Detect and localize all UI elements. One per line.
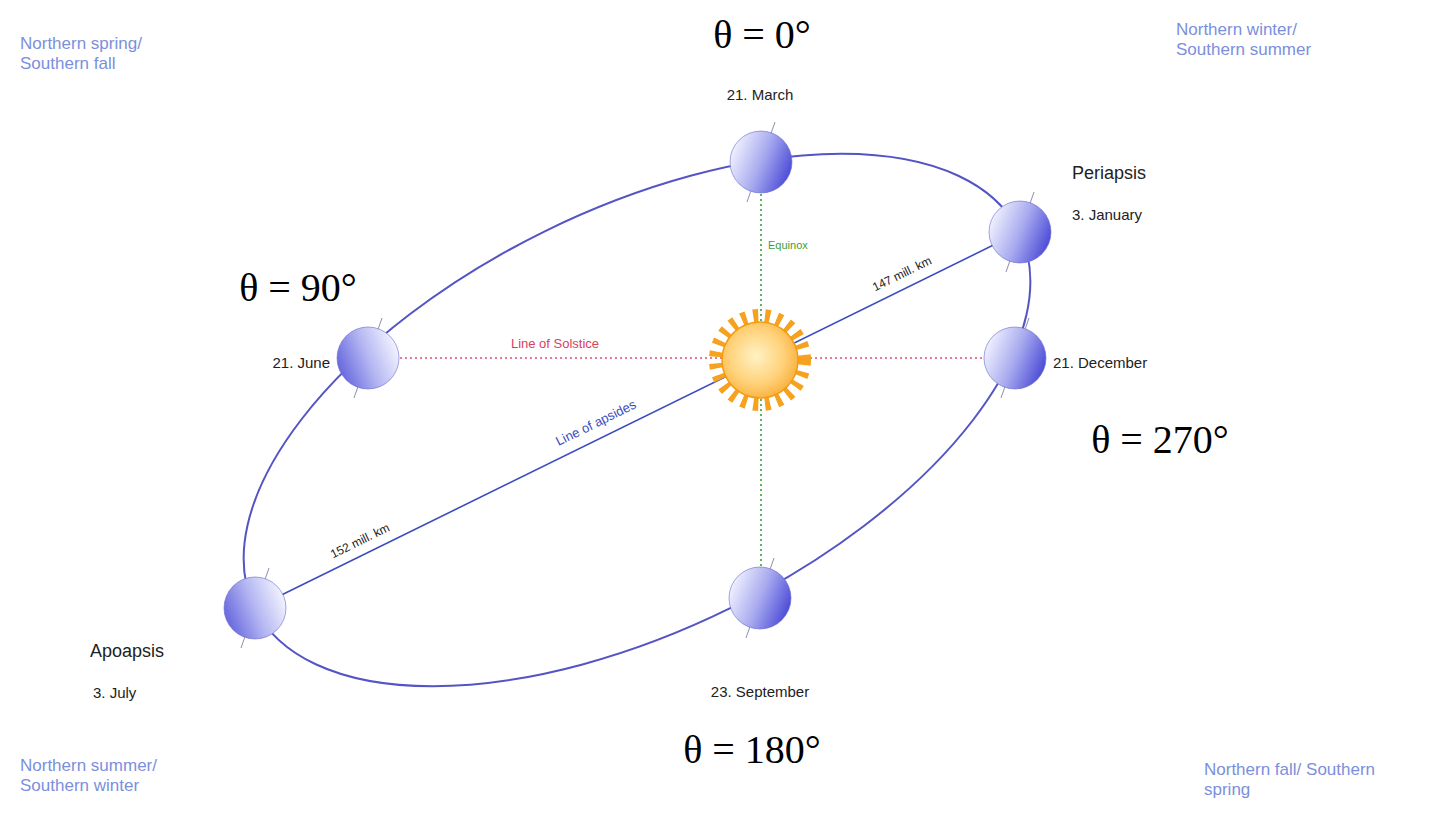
earth-apoapsis bbox=[224, 568, 286, 648]
line-label: Line of apsides bbox=[553, 397, 638, 450]
date-label: 3. January bbox=[1072, 206, 1142, 224]
distance-label: 147 mill. km bbox=[870, 253, 934, 294]
apsides-line bbox=[255, 232, 1020, 608]
date-label: 23. September bbox=[711, 683, 809, 701]
angle-label: θ = 90° bbox=[239, 264, 357, 312]
orbit-ellipse bbox=[162, 43, 1112, 796]
earth-march bbox=[730, 122, 792, 202]
season-label: Northern fall/ Southern spring bbox=[1204, 760, 1379, 801]
angle-label: θ = 270° bbox=[1091, 416, 1229, 464]
line-label: Equinox bbox=[768, 239, 808, 252]
apsis-label: Periapsis bbox=[1072, 163, 1146, 185]
earth-december bbox=[984, 318, 1046, 398]
date-label: 21. June bbox=[272, 354, 330, 372]
earth-september bbox=[729, 558, 791, 638]
angle-label: θ = 0° bbox=[713, 11, 811, 59]
date-label: 21. March bbox=[727, 86, 794, 104]
season-label: Northern spring/ Southern fall bbox=[20, 34, 195, 75]
date-label: 21. December bbox=[1053, 354, 1147, 372]
solstice-line bbox=[400, 357, 984, 359]
earth-periapsis bbox=[989, 192, 1051, 272]
date-label: 3. July bbox=[93, 684, 136, 702]
season-label: Northern winter/ Southern summer bbox=[1176, 20, 1351, 61]
line-label: Line of Solstice bbox=[511, 336, 599, 352]
season-label: Northern summer/ Southern winter bbox=[20, 756, 195, 797]
earth-june bbox=[337, 318, 399, 398]
sun bbox=[716, 316, 804, 404]
distance-label: 152 mill. km bbox=[328, 520, 392, 561]
angle-label: θ = 180° bbox=[683, 726, 821, 774]
apsis-label: Apoapsis bbox=[90, 641, 164, 663]
